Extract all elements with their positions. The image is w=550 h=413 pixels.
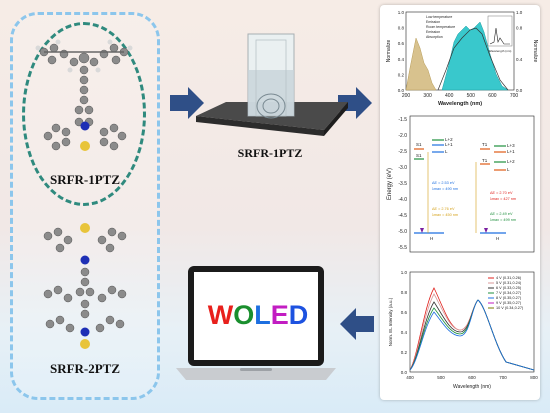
el-ytick: 1.0 (401, 270, 408, 275)
inset-xlabel: Wavelength (nm) (489, 49, 512, 53)
energy-ytick: -2.0 (398, 133, 407, 139)
energy-ytick: -5.5 (398, 245, 407, 251)
woled-letter-l: L (254, 300, 271, 330)
cuvette-on-substrate (196, 33, 348, 136)
energy-ytick: -2.5 (398, 149, 407, 155)
el-xlabel: Wavelength (nm) (453, 384, 491, 390)
level-label: L+2 (507, 159, 515, 164)
el-legend: 4 V (0.31,0.26) (496, 276, 522, 280)
spectrum-ytick: 0.6 (398, 41, 405, 46)
spectrum-ytick: 0.0 (398, 88, 405, 93)
el-legend: 5 V (0.31,0.24) (496, 281, 522, 285)
el-legend: 6 V (0.33,0.25) (496, 286, 522, 290)
el-legend: 10 V (0.34,0.27) (496, 306, 524, 310)
el-ytick: 0.8 (401, 290, 408, 295)
arrow-right-2 (338, 87, 372, 119)
level-label: L (507, 167, 510, 172)
level-label: L+1 (507, 149, 515, 154)
spectrum-xtick: 700 (510, 93, 519, 99)
spectrum-ytick-right: 0.0 (516, 88, 523, 93)
energy-ytick: -4.0 (398, 197, 407, 203)
level-label: L+1 (445, 142, 453, 147)
el-legend: 8 V (0.35,0.27) (496, 296, 522, 300)
state-label: S1 (416, 142, 422, 147)
spectrum-legend-2: Emission (426, 20, 440, 24)
energy-ytick: -5.0 (398, 229, 407, 235)
el-legend: 9 V (0.35,0.27) (496, 301, 522, 305)
energy-ytick: -3.0 (398, 165, 407, 171)
spectrum-ytick-right: 0.8 (516, 26, 523, 31)
spectrum-xtick: 200 (402, 93, 411, 99)
spectrum-ytick: 1.0 (398, 10, 405, 15)
el-xtick: 500 (437, 375, 445, 380)
annotation: ΔE = 2.70 eV (490, 191, 513, 195)
annotation: λmax = 490 nm (432, 187, 458, 191)
arrow-right-1 (170, 87, 204, 119)
annotation: λmax = 450 nm (432, 213, 458, 217)
spectrum-ylabel-right: Normalize (532, 40, 538, 63)
level-label: L+3 (507, 143, 515, 148)
el-xtick: 800 (530, 375, 538, 380)
woled-letter-w: W (207, 300, 234, 330)
el-xtick: 600 (468, 375, 476, 380)
laptop (176, 266, 336, 380)
woled-letter-d: D (288, 300, 309, 330)
spectrum-ytick-right: 1.0 (516, 10, 523, 15)
molecule-label-bottom: SRFR-2PTZ (49, 361, 121, 376)
state-label: T1 (482, 158, 488, 163)
spectrum-legend-4: Emission (426, 30, 440, 34)
spectrum-xlabel: Wavelength (nm) (438, 101, 482, 107)
molecule-srfr-2ptz (43, 223, 127, 349)
cuvette-label: SRFR-1PTZ (237, 146, 303, 160)
spectrum-chart: Wavelength (nm) Low temperature Emission… (386, 10, 538, 107)
el-ytick: 0.6 (401, 310, 408, 315)
molecule-label-top: SRFR-1PTZ (49, 172, 121, 187)
spectrum-ylabel-left: Normalize (386, 40, 392, 63)
el-ylabel: Norm. EL Intensity (a.u.) (388, 297, 393, 346)
spectrum-legend-1: Low temperature (426, 15, 452, 19)
arrow-left (340, 308, 374, 340)
level-label: L (445, 149, 448, 154)
spectrum-ytick-right: 0.4 (516, 57, 523, 62)
level-label: L+2 (445, 137, 453, 142)
spectrum-xtick: 600 (488, 93, 497, 99)
energy-ylabel: Energy (eV) (387, 168, 393, 200)
woled-letter-e: E (270, 300, 289, 330)
homo-label: H (430, 236, 433, 241)
spectrum-legend-3: Room temperature (426, 25, 455, 29)
energy-ytick: -4.5 (398, 213, 407, 219)
homo-label: H (496, 236, 499, 241)
annotation: ΔE = 2.49 eV (490, 212, 513, 216)
el-spectrum-chart: 4 V (0.31,0.26) 5 V (0.31,0.24) 6 V (0.3… (388, 270, 538, 390)
spectrum-xtick: 500 (467, 93, 476, 99)
el-xtick: 700 (499, 375, 507, 380)
energy-ytick: -3.5 (398, 181, 407, 187)
el-legend: 7 V (0.34,0.27) (496, 291, 522, 295)
spectrum-xtick: 300 (423, 93, 432, 99)
state-label: T1 (482, 142, 488, 147)
el-xtick: 400 (406, 375, 414, 380)
energy-ytick: -1.5 (398, 117, 407, 123)
annotation: ΔE = 2.76 eV (432, 207, 455, 211)
annotation: ΔE = 2.53 eV (432, 181, 455, 185)
highlight-ellipse (22, 22, 146, 206)
spectrum-ytick: 0.8 (398, 26, 405, 31)
annotation: λmax = 499 nm (490, 218, 516, 222)
woled-letter-o: O (233, 300, 255, 330)
spectrum-ytick: 0.4 (398, 57, 405, 62)
spectrum-xtick: 400 (445, 93, 454, 99)
spectrum-legend-5: Absorption (426, 35, 443, 39)
spectrum-ytick: 0.2 (398, 72, 405, 77)
state-label: S1 (416, 153, 422, 158)
molecule-phenothiazine-1 (43, 121, 127, 151)
annotation: λmax = 427 nm (490, 197, 516, 201)
el-ytick: 0.0 (401, 370, 408, 375)
molecule-srfr-1ptz (35, 39, 133, 127)
woled-text: WOLED (196, 300, 320, 331)
energy-level-chart: -1.5 -2.0 -2.5 -3.0 -3.5 -4.0 -4.5 -5.0 … (387, 115, 535, 253)
el-ytick: 0.2 (401, 350, 408, 355)
el-ytick: 0.4 (401, 330, 408, 335)
